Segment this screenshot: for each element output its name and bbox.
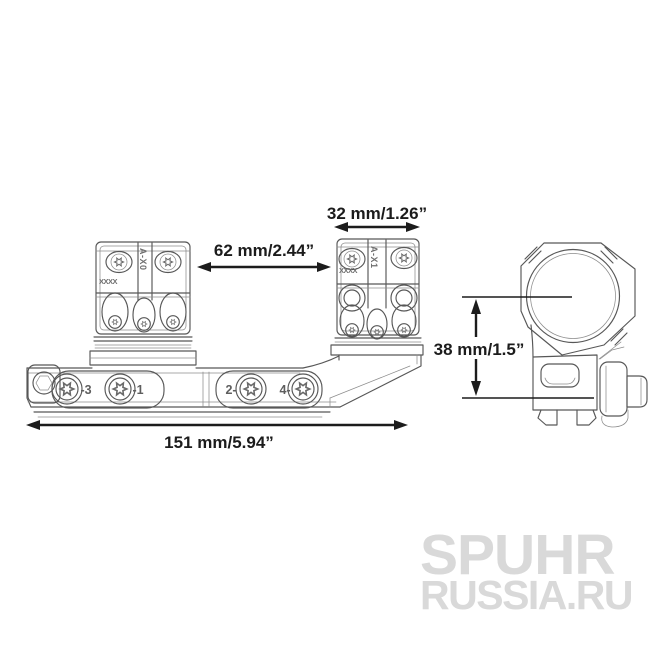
base-screw-4	[288, 374, 318, 404]
dimension-cap-spacing-label: 62 mm/2.44”	[214, 241, 314, 260]
dimension-center-height-label: 38 mm/1.5”	[434, 340, 525, 359]
recoil-lug	[27, 364, 61, 404]
right-cap-knurl-mark: XXXX	[339, 266, 358, 275]
base-screw-1	[52, 374, 82, 404]
watermark-line2: RUSSIA.RU	[420, 572, 632, 618]
left-cap-knurl-mark: XXXX	[99, 277, 118, 286]
screw-label-3: 2-	[225, 383, 236, 397]
dimension-cap-spacing: 62 mm/2.44”	[197, 241, 331, 272]
screw-label-1: -3	[80, 383, 91, 397]
right-cap-screw-right	[391, 248, 417, 269]
screw-label-2: -1	[132, 383, 143, 397]
dimension-cap-width: 32 mm/1.26”	[327, 204, 427, 232]
right-cap-engraving: A-X1	[369, 246, 379, 269]
watermark: SPUHR RUSSIA.RU	[420, 523, 634, 618]
clamp-nut	[599, 346, 648, 428]
watermark-line1: SPUHR	[420, 523, 615, 587]
dimension-center-height: 38 mm/1.5”	[434, 296, 594, 399]
base-screw-2	[105, 374, 135, 404]
left-cap-screw-right	[155, 252, 181, 273]
dimension-overall-length: 151 mm/5.94”	[26, 420, 408, 452]
mount-base: -3 -1 2- 4-	[26, 355, 422, 418]
screw-label-4: 4-	[279, 383, 290, 397]
left-ring-cap: XXXX A-X0	[89, 241, 197, 366]
dimension-cap-width-label: 32 mm/1.26”	[327, 204, 427, 223]
base-screw-3	[236, 374, 266, 404]
right-ring-cap: XXXX A-X1	[330, 238, 424, 365]
ring-side-view	[520, 242, 648, 428]
left-cap-engraving: A-X0	[138, 248, 148, 271]
left-cap-screw-left	[106, 252, 132, 273]
dimension-overall-length-label: 151 mm/5.94”	[164, 433, 274, 452]
